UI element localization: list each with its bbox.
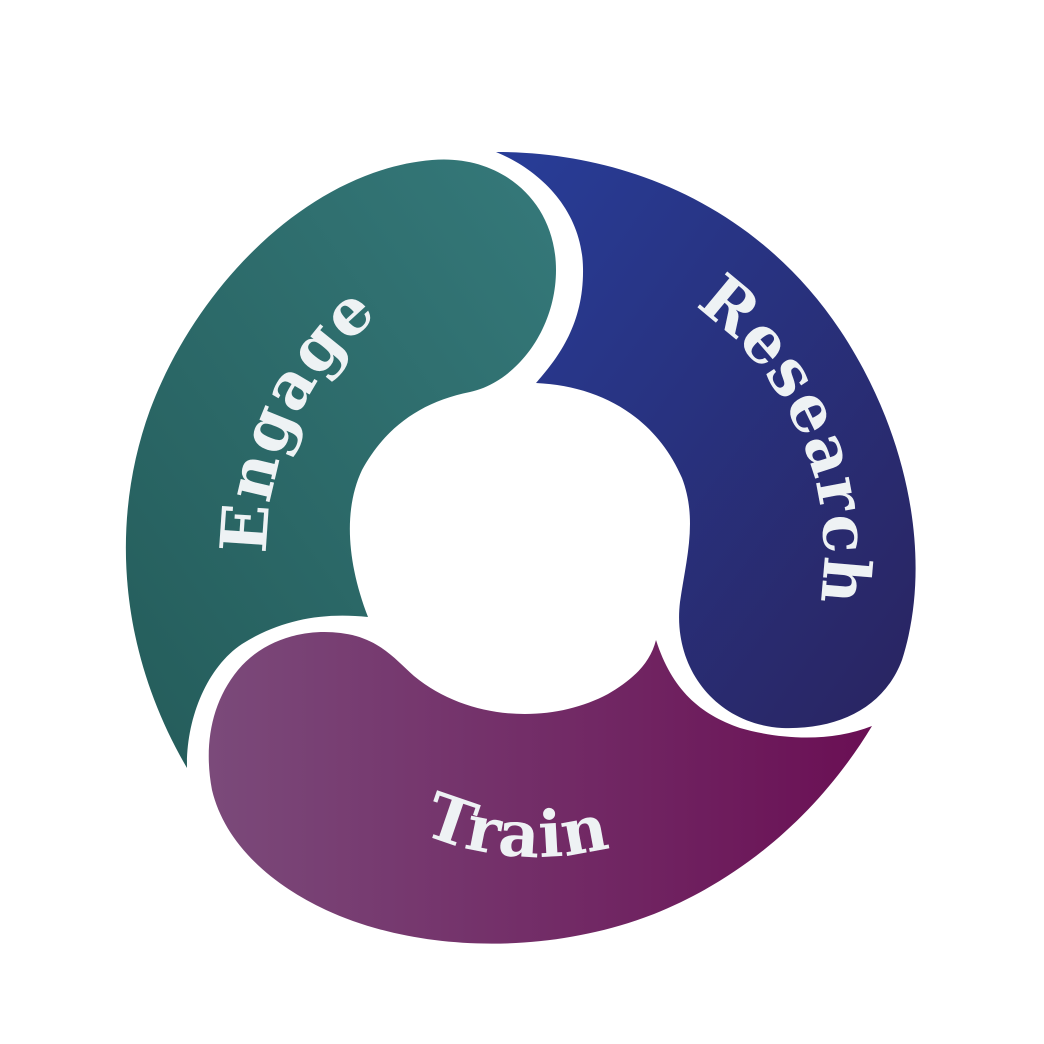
segment-train	[208, 632, 873, 944]
segment-engage	[125, 159, 557, 768]
segment-research	[496, 152, 916, 729]
